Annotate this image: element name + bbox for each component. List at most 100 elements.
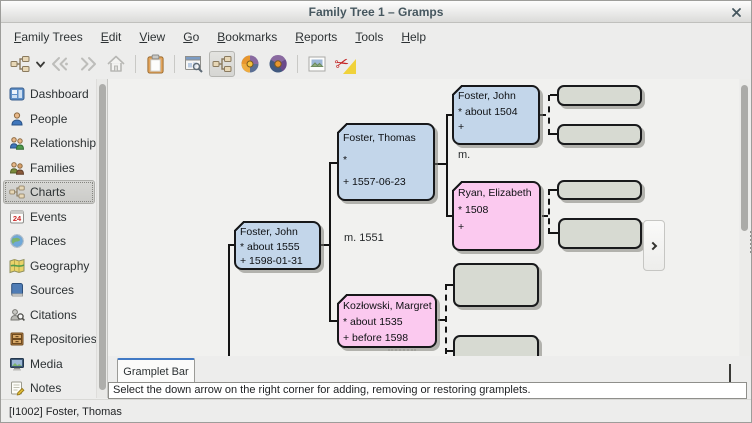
expand-right-button[interactable] bbox=[643, 220, 665, 271]
menu-reports[interactable]: Reports bbox=[295, 30, 338, 44]
connector-line bbox=[329, 320, 338, 322]
connector-line bbox=[228, 244, 235, 246]
dashed-connector-line bbox=[548, 95, 550, 135]
person-name: Ryan, Elizabeth bbox=[458, 187, 532, 199]
cut-button[interactable]: ✂ bbox=[332, 51, 358, 77]
empty-person-box[interactable] bbox=[557, 180, 642, 200]
empty-person-box[interactable] bbox=[557, 124, 642, 145]
sidebar-item-label: Dashboard bbox=[30, 87, 89, 101]
sidebar-item-label: Events bbox=[30, 209, 67, 224]
connector-line bbox=[550, 94, 558, 96]
image-export-button[interactable] bbox=[304, 51, 330, 77]
canvas-scrollbar-thumb[interactable] bbox=[741, 85, 748, 231]
sidebar-item-citations[interactable]: Citations bbox=[3, 303, 95, 327]
resize-handle-dots[interactable] bbox=[750, 231, 751, 253]
sidebar-item-families[interactable]: Families bbox=[3, 156, 95, 180]
home-button[interactable] bbox=[103, 51, 129, 77]
gramplet-bar-tab[interactable]: Gramplet Bar bbox=[117, 358, 195, 383]
scissors-icon: ✂ bbox=[333, 52, 356, 75]
empty-person-box[interactable] bbox=[557, 85, 642, 106]
toolbar-separator bbox=[174, 55, 175, 73]
sidebar-item-events[interactable]: 24 Events bbox=[3, 205, 95, 229]
connector-line bbox=[550, 133, 558, 135]
connector-line bbox=[446, 215, 453, 217]
truncation-dots bbox=[388, 349, 416, 351]
chevron-right-icon bbox=[648, 241, 657, 250]
sources-icon bbox=[11, 283, 23, 297]
pedigree-view-button[interactable] bbox=[209, 51, 235, 77]
sidebar-item-places[interactable]: Places bbox=[3, 229, 95, 253]
menu-edit[interactable]: Edit bbox=[100, 30, 122, 44]
person-box-grandfather[interactable]: Foster, John * about 1504 + bbox=[452, 85, 540, 145]
category-sidebar: Dashboard People Relationships Families … bbox=[1, 79, 102, 400]
empty-person-box[interactable] bbox=[558, 218, 642, 249]
sidebar-item-people[interactable]: People bbox=[3, 107, 95, 131]
person-birth: * 1508 bbox=[458, 204, 489, 216]
menu-family-trees[interactable]: Family Trees bbox=[14, 30, 83, 44]
sidebar-item-label: Repositories bbox=[30, 332, 97, 346]
person-box-root[interactable]: Foster, John * about 1555 + 1598-01-31 bbox=[234, 221, 321, 270]
menu-go[interactable]: Go bbox=[183, 30, 200, 44]
sidebar-item-media[interactable]: Media bbox=[3, 352, 95, 376]
back-button[interactable] bbox=[47, 51, 73, 77]
sidebar-item-dashboard[interactable]: Dashboard bbox=[3, 82, 95, 106]
canvas-scrollbar[interactable] bbox=[740, 79, 750, 356]
sidebar-item-sources[interactable]: Sources bbox=[3, 278, 95, 302]
box-corner-fold bbox=[452, 85, 463, 96]
media-icon bbox=[10, 357, 24, 370]
person-birth: * about 1504 bbox=[458, 105, 518, 118]
gramplet-bar: Gramplet Bar bbox=[108, 356, 751, 383]
close-button[interactable] bbox=[729, 5, 743, 19]
citations-icon bbox=[10, 308, 25, 321]
sidebar-item-notes[interactable]: Notes bbox=[3, 376, 95, 400]
sidebar-item-label: Notes bbox=[30, 381, 62, 395]
menu-help[interactable]: Help bbox=[401, 30, 427, 44]
gramplet-menu-button[interactable] bbox=[729, 364, 739, 383]
person-box-mother[interactable]: Kozłowski, Margret * about 1535 + before… bbox=[337, 294, 437, 348]
person-box-father[interactable]: Foster, Thomas * + 1557-06-23 bbox=[337, 123, 435, 201]
menu-bookmarks[interactable]: Bookmarks bbox=[217, 30, 278, 44]
sidebar-item-relationships[interactable]: Relationships bbox=[3, 131, 102, 155]
family-tree-button[interactable] bbox=[7, 51, 33, 77]
connector-line bbox=[446, 114, 448, 216]
connector-line bbox=[435, 163, 447, 165]
person-death: + bbox=[458, 221, 465, 233]
back-icon bbox=[52, 57, 68, 71]
forward-button[interactable] bbox=[75, 51, 101, 77]
connector-line bbox=[540, 114, 546, 116]
sidebar-scrollbar[interactable] bbox=[96, 79, 107, 398]
descendant-fan-button[interactable] bbox=[265, 51, 291, 77]
sidebar-scrollbar-thumb[interactable] bbox=[99, 84, 106, 390]
sidebar-item-label: Charts bbox=[30, 185, 66, 199]
relationships-icon bbox=[9, 137, 25, 150]
image-export-icon bbox=[308, 56, 326, 72]
gramplet-message: Select the down arrow on the right corne… bbox=[108, 382, 747, 399]
sidebar-item-label: Relationships bbox=[30, 136, 103, 150]
empty-person-box[interactable] bbox=[453, 335, 539, 356]
people-icon bbox=[11, 111, 23, 125]
sidebar-item-label: Places bbox=[30, 234, 67, 248]
fan-chart-button[interactable] bbox=[237, 51, 263, 77]
person-box-grandmother[interactable]: Ryan, Elizabeth * 1508 + bbox=[452, 181, 541, 251]
descendant-fan-icon bbox=[269, 55, 287, 73]
sidebar-item-charts[interactable]: Charts bbox=[3, 180, 95, 204]
gramplet-tab-label: Gramplet Bar bbox=[123, 365, 189, 378]
chart-window-button[interactable] bbox=[181, 51, 207, 77]
person-birth: * about 1555 bbox=[240, 240, 300, 253]
chart-window-icon bbox=[185, 56, 203, 73]
menu-view[interactable]: View bbox=[139, 30, 166, 44]
box-corner-fold bbox=[234, 221, 245, 232]
sidebar-item-repositories[interactable]: Repositories bbox=[3, 327, 97, 351]
clipboard-button[interactable] bbox=[142, 51, 168, 77]
family-tree-icon bbox=[10, 56, 30, 72]
view-dropdown-button[interactable] bbox=[34, 61, 46, 68]
connector-line bbox=[447, 284, 454, 286]
empty-person-box[interactable] bbox=[453, 263, 539, 307]
pedigree-canvas[interactable]: Foster, John * about 1555 + 1598-01-31 F… bbox=[108, 79, 739, 356]
close-icon bbox=[731, 7, 741, 17]
menu-tools[interactable]: Tools bbox=[355, 30, 384, 44]
sidebar-item-geography[interactable]: Geography bbox=[3, 254, 95, 278]
person-death: + 1557-06-23 bbox=[343, 176, 406, 188]
marriage-label: m. 1551 bbox=[344, 232, 384, 244]
